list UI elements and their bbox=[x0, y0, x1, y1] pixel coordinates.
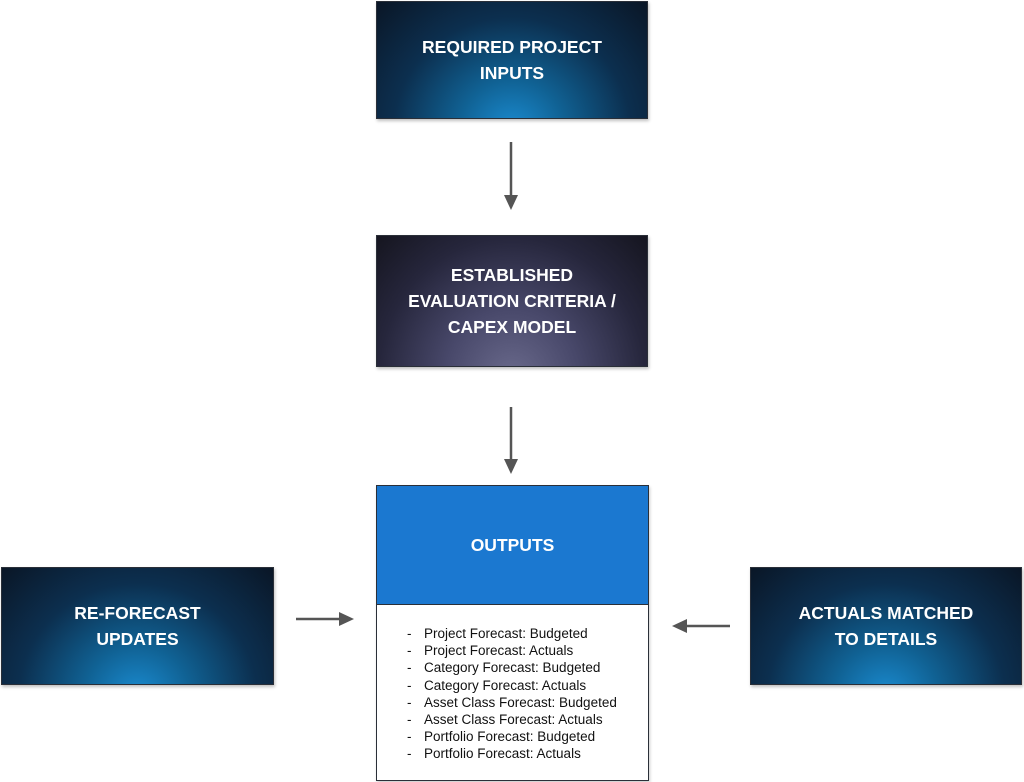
outputs-list-item: Asset Class Forecast: Actuals bbox=[407, 711, 648, 728]
arrow-reforecast-to-outputs bbox=[296, 612, 354, 626]
outputs-list-item: Category Forecast: Budgeted bbox=[407, 659, 648, 676]
arrow-criteria-to-outputs bbox=[504, 407, 518, 474]
re-forecast-updates-label: RE-FORECAST UPDATES bbox=[74, 603, 201, 649]
outputs-list-item: Project Forecast: Budgeted bbox=[407, 625, 648, 642]
outputs-box: OUTPUTS Project Forecast: Budgeted Proje… bbox=[376, 485, 649, 781]
evaluation-criteria-label: ESTABLISHED EVALUATION CRITERIA / CAPEX … bbox=[408, 265, 616, 337]
outputs-list-item: Category Forecast: Actuals bbox=[407, 677, 648, 694]
outputs-title: OUTPUTS bbox=[377, 486, 648, 605]
outputs-list: Project Forecast: Budgeted Project Forec… bbox=[377, 605, 648, 763]
arrow-inputs-to-criteria bbox=[504, 142, 518, 210]
outputs-list-item: Asset Class Forecast: Budgeted bbox=[407, 694, 648, 711]
outputs-list-item: Portfolio Forecast: Actuals bbox=[407, 745, 648, 762]
evaluation-criteria-box: ESTABLISHED EVALUATION CRITERIA / CAPEX … bbox=[376, 235, 648, 367]
required-project-inputs-box: REQUIRED PROJECT INPUTS bbox=[376, 1, 648, 119]
actuals-matched-box: ACTUALS MATCHED TO DETAILS bbox=[750, 567, 1022, 685]
outputs-list-item: Portfolio Forecast: Budgeted bbox=[407, 728, 648, 745]
required-project-inputs-label: REQUIRED PROJECT INPUTS bbox=[422, 37, 602, 83]
re-forecast-updates-box: RE-FORECAST UPDATES bbox=[1, 567, 274, 685]
outputs-list-item: Project Forecast: Actuals bbox=[407, 642, 648, 659]
actuals-matched-label: ACTUALS MATCHED TO DETAILS bbox=[798, 603, 974, 649]
arrow-actuals-to-outputs bbox=[672, 619, 730, 633]
